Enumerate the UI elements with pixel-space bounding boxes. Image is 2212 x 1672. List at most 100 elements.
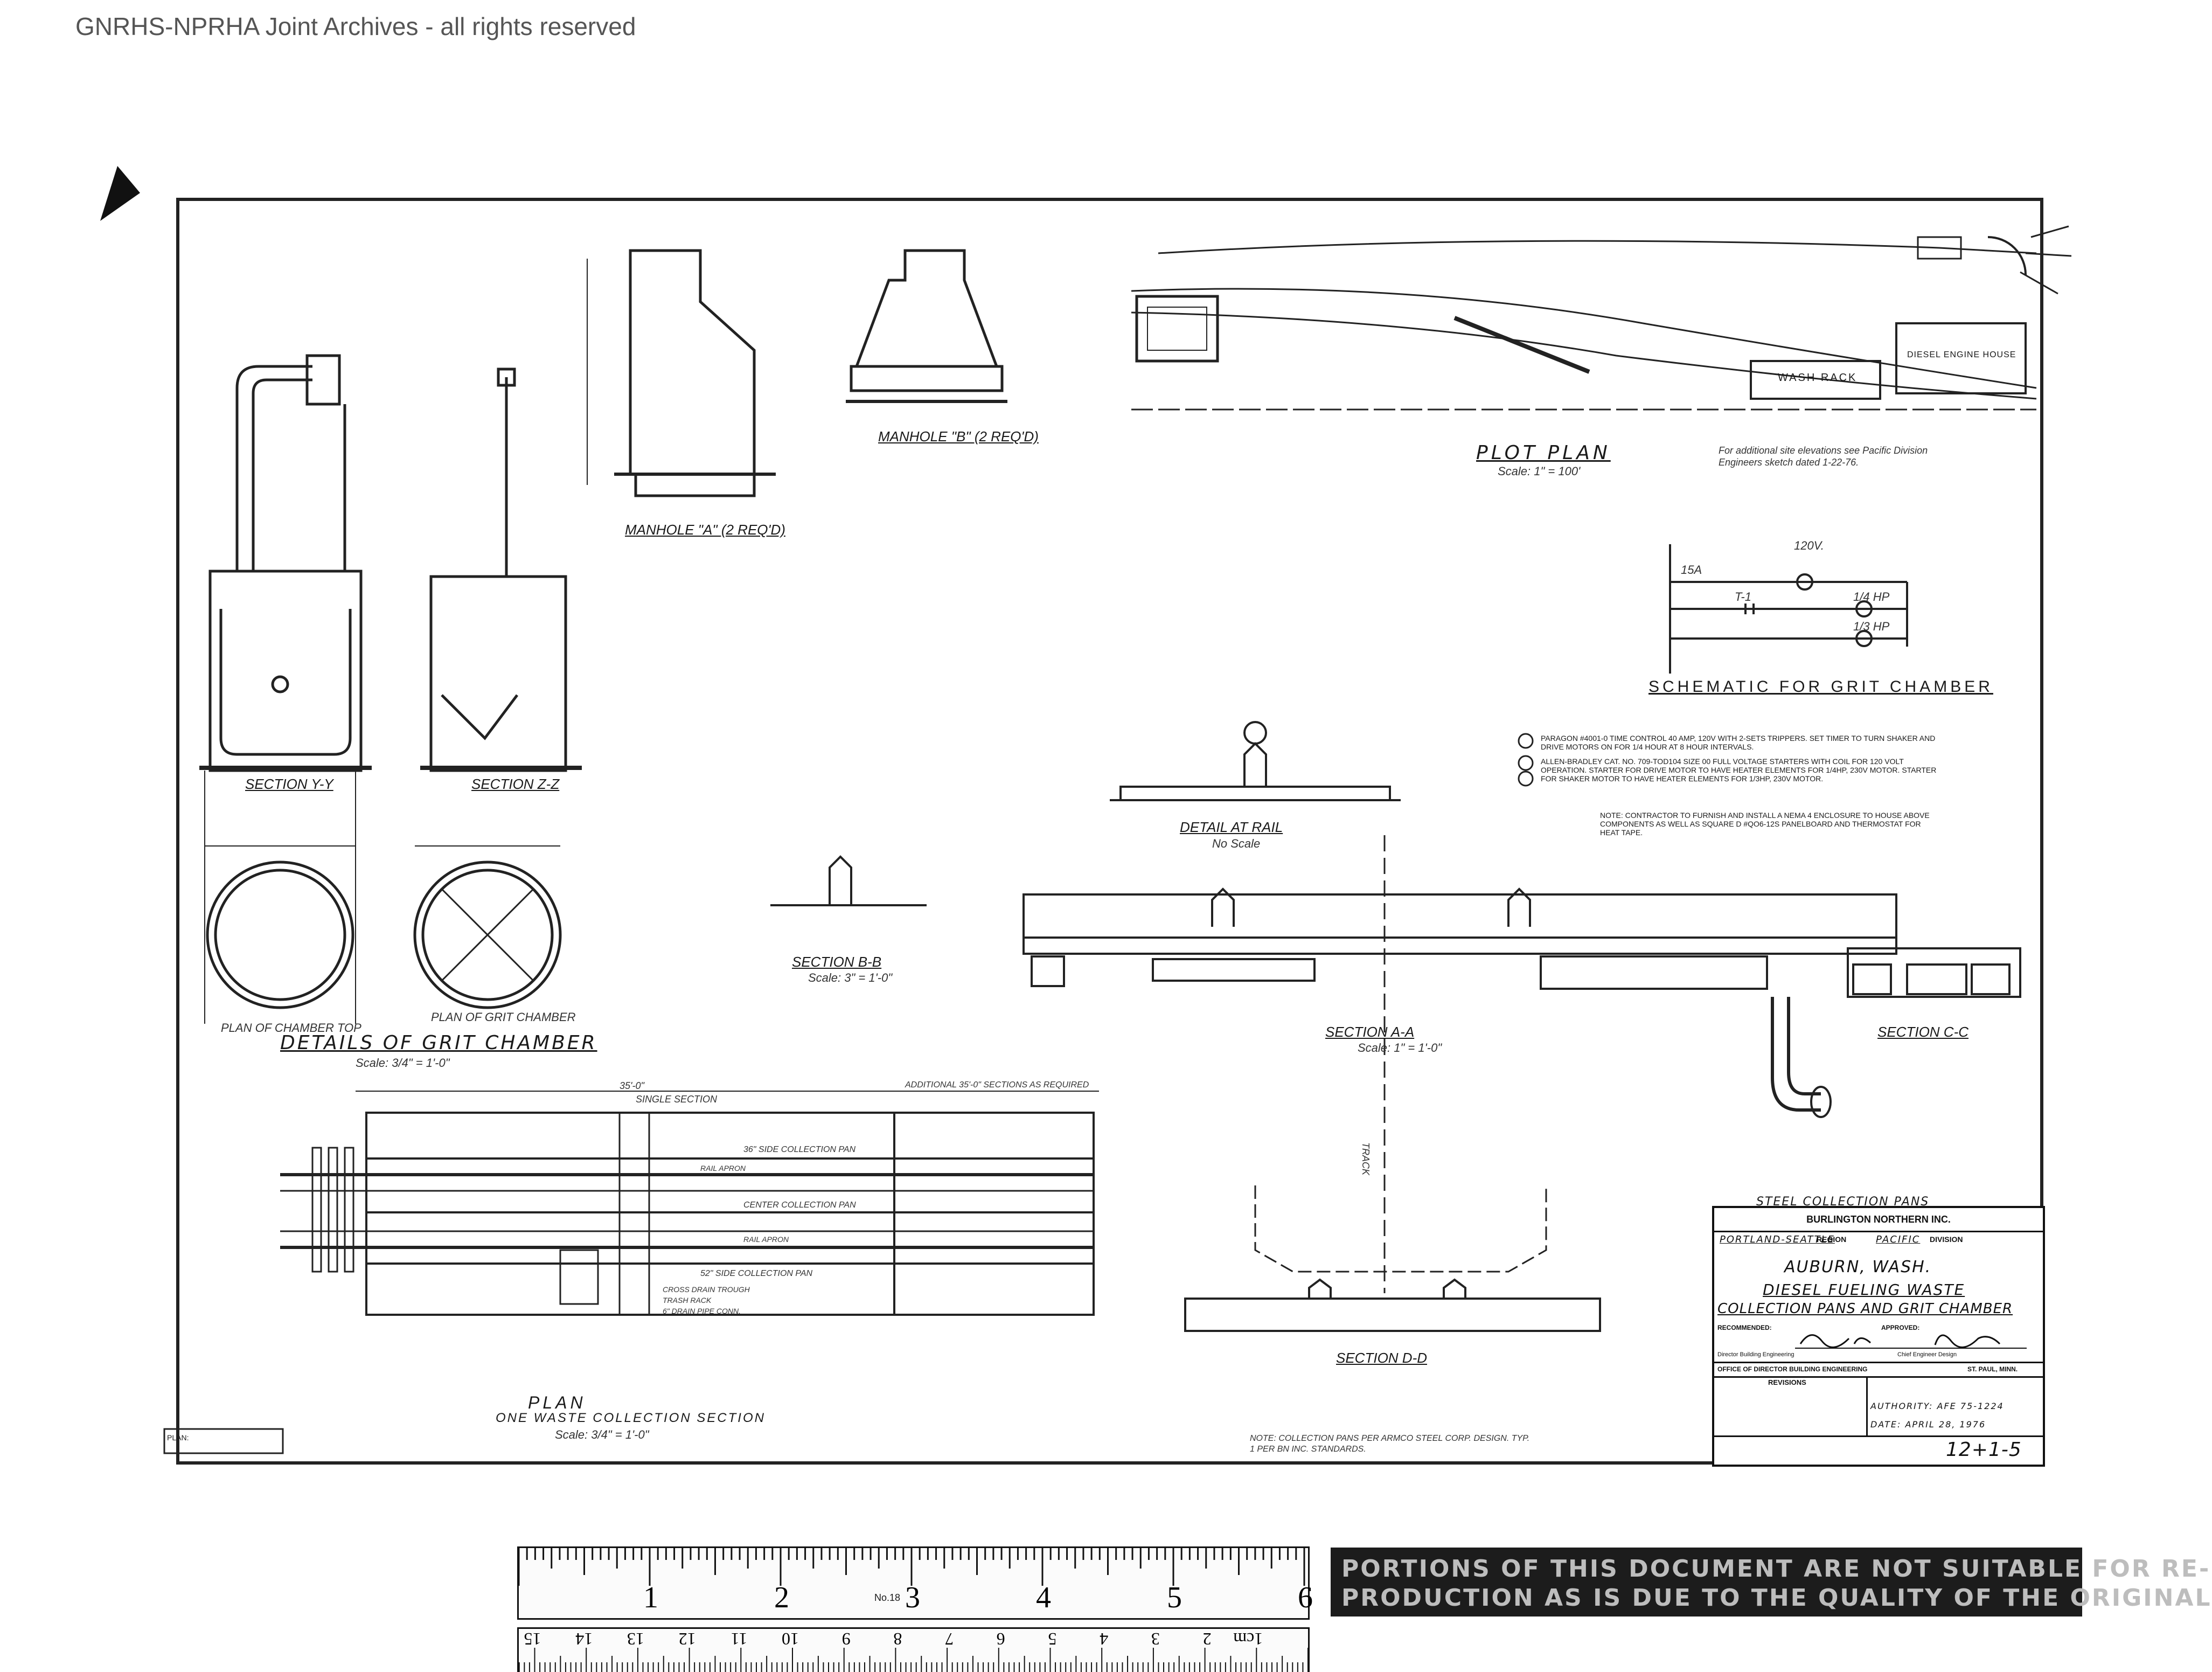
plot-plan-scale: Scale: 1" = 100'	[1498, 464, 1581, 478]
measuring-ruler: 1 2 3 4 5 6 No.18	[517, 1546, 1313, 1620]
title-block-region-word: REGION	[1817, 1235, 1847, 1244]
ruler-cm-label: 4	[1100, 1629, 1108, 1649]
title-block-division-word: DIVISION	[1930, 1235, 1963, 1244]
bottom-note: NOTE: COLLECTION PANS PER ARMCO STEEL CO…	[1250, 1434, 1530, 1454]
ruler-cm-label: 2	[1203, 1629, 1212, 1649]
note-2: ALLEN-BRADLEY CAT. NO. 709-TOD104 SIZE 0…	[1541, 757, 1937, 783]
section-c-drawing	[1847, 947, 2021, 998]
title-block-afe: AUTHORITY: AFE 75-1224	[1870, 1401, 2004, 1411]
center-pan-label: CENTER COLLECTION PAN	[743, 1201, 856, 1210]
section-c-label: SECTION C-C	[1877, 1024, 1968, 1040]
plot-plan-title: PLOT PLAN	[1476, 442, 1611, 464]
plan-scale: Scale: 3/4" = 1'-0"	[555, 1428, 649, 1441]
ruler-inch-label: 1	[643, 1581, 658, 1614]
detail-at-rail-scale: No Scale	[1212, 837, 1261, 850]
ruler-inch-label: 2	[774, 1581, 789, 1614]
ruler-cm-label: 9	[842, 1629, 851, 1649]
ruler-model: No.18	[874, 1592, 901, 1603]
title-block-director: Director Building Engineering	[1717, 1351, 1794, 1358]
single-section-label: SINGLE SECTION	[636, 1094, 718, 1105]
ruler-cm-label: 7	[945, 1629, 954, 1649]
ruler-cm-label: 11	[731, 1629, 747, 1649]
ruler-cm-label: 13	[627, 1629, 644, 1649]
additional-sections-label: ADDITIONAL 35'-0" SECTIONS AS REQUIRED	[905, 1080, 1089, 1090]
section-y-drawing	[199, 354, 372, 772]
detail-at-rail-label: DETAIL AT RAIL	[1180, 819, 1283, 835]
schematic-voltage: 120V.	[1794, 539, 1824, 552]
plan-label-box	[163, 1428, 284, 1454]
plot-plan-drawing	[1131, 225, 2072, 411]
section-a-scale: Scale: 1" = 1'-0"	[1358, 1041, 1442, 1054]
rail-apron-1-label: RAIL APRON	[700, 1164, 746, 1173]
ruler-cm-label: 15	[524, 1629, 541, 1649]
wash-rack-label: WASH RACK	[1778, 372, 1858, 384]
ruler-cm-label: 6	[997, 1629, 1005, 1649]
manhole-a-label: MANHOLE "A" (2 REQ'D)	[625, 522, 785, 538]
ruler-inch-label: 5	[1167, 1581, 1182, 1614]
ruler-cm-label: 10	[782, 1629, 799, 1649]
ruler-cm-label: 12	[679, 1629, 696, 1649]
schematic-title: SCHEMATIC FOR GRIT CHAMBER	[1648, 678, 1993, 696]
title-block-location: AUBURN, WASH.	[1784, 1258, 1932, 1276]
detail-at-rail-drawing	[1110, 721, 1401, 801]
ruler-inch-label: 3	[905, 1581, 920, 1614]
sheet-border	[176, 198, 2043, 1465]
ruler-cm-label: 3	[1151, 1629, 1160, 1649]
schematic-heater: 1/3 HP	[1853, 620, 1890, 633]
title-block-city: ST. PAUL, MINN.	[1967, 1365, 2018, 1373]
contractor-note: NOTE: CONTRACTOR TO FURNISH AND INSTALL …	[1600, 811, 1930, 837]
title-block-title-1: DIESEL FUELING WASTE	[1763, 1281, 1965, 1299]
trash-rack-label: TRASH RACK	[663, 1296, 712, 1305]
stamp-line-1: PORTIONS OF THIS DOCUMENT ARE NOT SUITAB…	[1341, 1555, 2211, 1583]
ruler-cm-label: 5	[1048, 1629, 1057, 1649]
section-d-drawing	[1184, 1185, 1601, 1332]
grit-plan-circles	[204, 771, 562, 1024]
note-symbols	[1518, 733, 1534, 787]
plot-plan-note: For additional site elevations see Pacif…	[1719, 445, 1928, 468]
side-pan-top-label: 36" SIDE COLLECTION PAN	[743, 1145, 856, 1154]
single-section-dim: 35'-0"	[620, 1080, 644, 1091]
reproduction-stamp: PORTIONS OF THIS DOCUMENT ARE NOT SUITAB…	[1331, 1548, 2210, 1617]
section-b-drawing	[770, 855, 927, 906]
signature-graphics	[1795, 1334, 2027, 1349]
ruler-cm-label: 1cm	[1233, 1629, 1263, 1649]
archive-notice: GNRHS-NPRHA Joint Archives - all rights …	[75, 12, 636, 40]
schematic-breaker: 15A	[1681, 563, 1702, 577]
engine-house-label: DIESEL ENGINE HOUSE	[1907, 350, 2016, 359]
cross-drain-label: CROSS DRAIN TROUGH	[663, 1285, 750, 1294]
ruler-cm-label: 14	[575, 1629, 593, 1649]
side-pan-bottom-label: 52" SIDE COLLECTION PAN	[700, 1269, 813, 1278]
section-z-label: SECTION Z-Z	[471, 776, 560, 792]
manhole-b-drawing	[846, 249, 1007, 403]
schematic-pump: 1/4 HP	[1853, 590, 1890, 603]
plan-subtitle: ONE WASTE COLLECTION SECTION	[496, 1411, 766, 1425]
plan-drawing	[280, 1091, 1099, 1316]
title-block-company: BURLINGTON NORTHERN INC.	[1714, 1208, 2043, 1232]
note-1: PARAGON #4001-0 TIME CONTROL 40 AMP, 120…	[1541, 734, 1936, 751]
section-b-scale: Scale: 3" = 1'-0"	[808, 971, 893, 984]
plan-box-label: PLAN:	[167, 1433, 189, 1442]
title-block-division: PACIFIC	[1876, 1234, 1921, 1245]
plan-title: PLAN	[528, 1393, 586, 1412]
title-block-chief: Chief Engineer Design	[1897, 1351, 1957, 1358]
schematic-timer: T-1	[1735, 590, 1751, 603]
section-a-label: SECTION A-A	[1325, 1024, 1415, 1040]
title-block-region: PORTLAND-SEATTLE	[1720, 1234, 1835, 1245]
plan-chamber-top-label: PLAN OF CHAMBER TOP	[221, 1021, 361, 1035]
ruler-inch-label: 6	[1298, 1581, 1313, 1614]
section-d-label: SECTION D-D	[1336, 1350, 1427, 1366]
grit-details-title: DETAILS OF GRIT CHAMBER	[280, 1032, 597, 1054]
rail-apron-2-label: RAIL APRON	[743, 1235, 789, 1244]
section-y-label: SECTION Y-Y	[245, 776, 333, 792]
ruler-inch-label: 4	[1036, 1581, 1051, 1614]
manhole-a-drawing	[587, 249, 776, 497]
grit-details-scale: Scale: 3/4" = 1'-0"	[356, 1056, 450, 1070]
manhole-b-label: MANHOLE "B" (2 REQ'D)	[878, 428, 1039, 445]
drain-pipe-label: 6" DRAIN PIPE CONN.	[663, 1307, 741, 1315]
schematic-drawing	[1669, 544, 1908, 674]
title-block-office: OFFICE OF DIRECTOR BUILDING ENGINEERING	[1717, 1365, 1868, 1373]
title-block-recommended: RECOMMENDED:	[1717, 1324, 1772, 1331]
